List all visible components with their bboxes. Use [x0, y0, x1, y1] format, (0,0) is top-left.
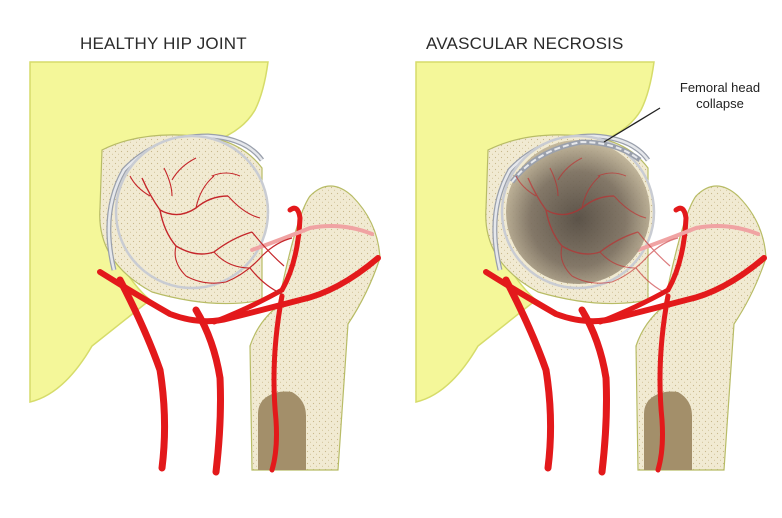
- necrosis-panel-title: AVASCULAR NECROSIS: [426, 34, 624, 53]
- necrosis-hip-illustration: [416, 62, 766, 472]
- femoral-head-collapse-label: Femoral head collapse: [679, 80, 761, 111]
- healthy-hip-illustration: [30, 62, 380, 472]
- healthy-panel-title: HEALTHY HIP JOINT: [80, 34, 247, 53]
- callout-leader-line: [603, 107, 661, 143]
- necrotic-femoral-head: [506, 140, 650, 284]
